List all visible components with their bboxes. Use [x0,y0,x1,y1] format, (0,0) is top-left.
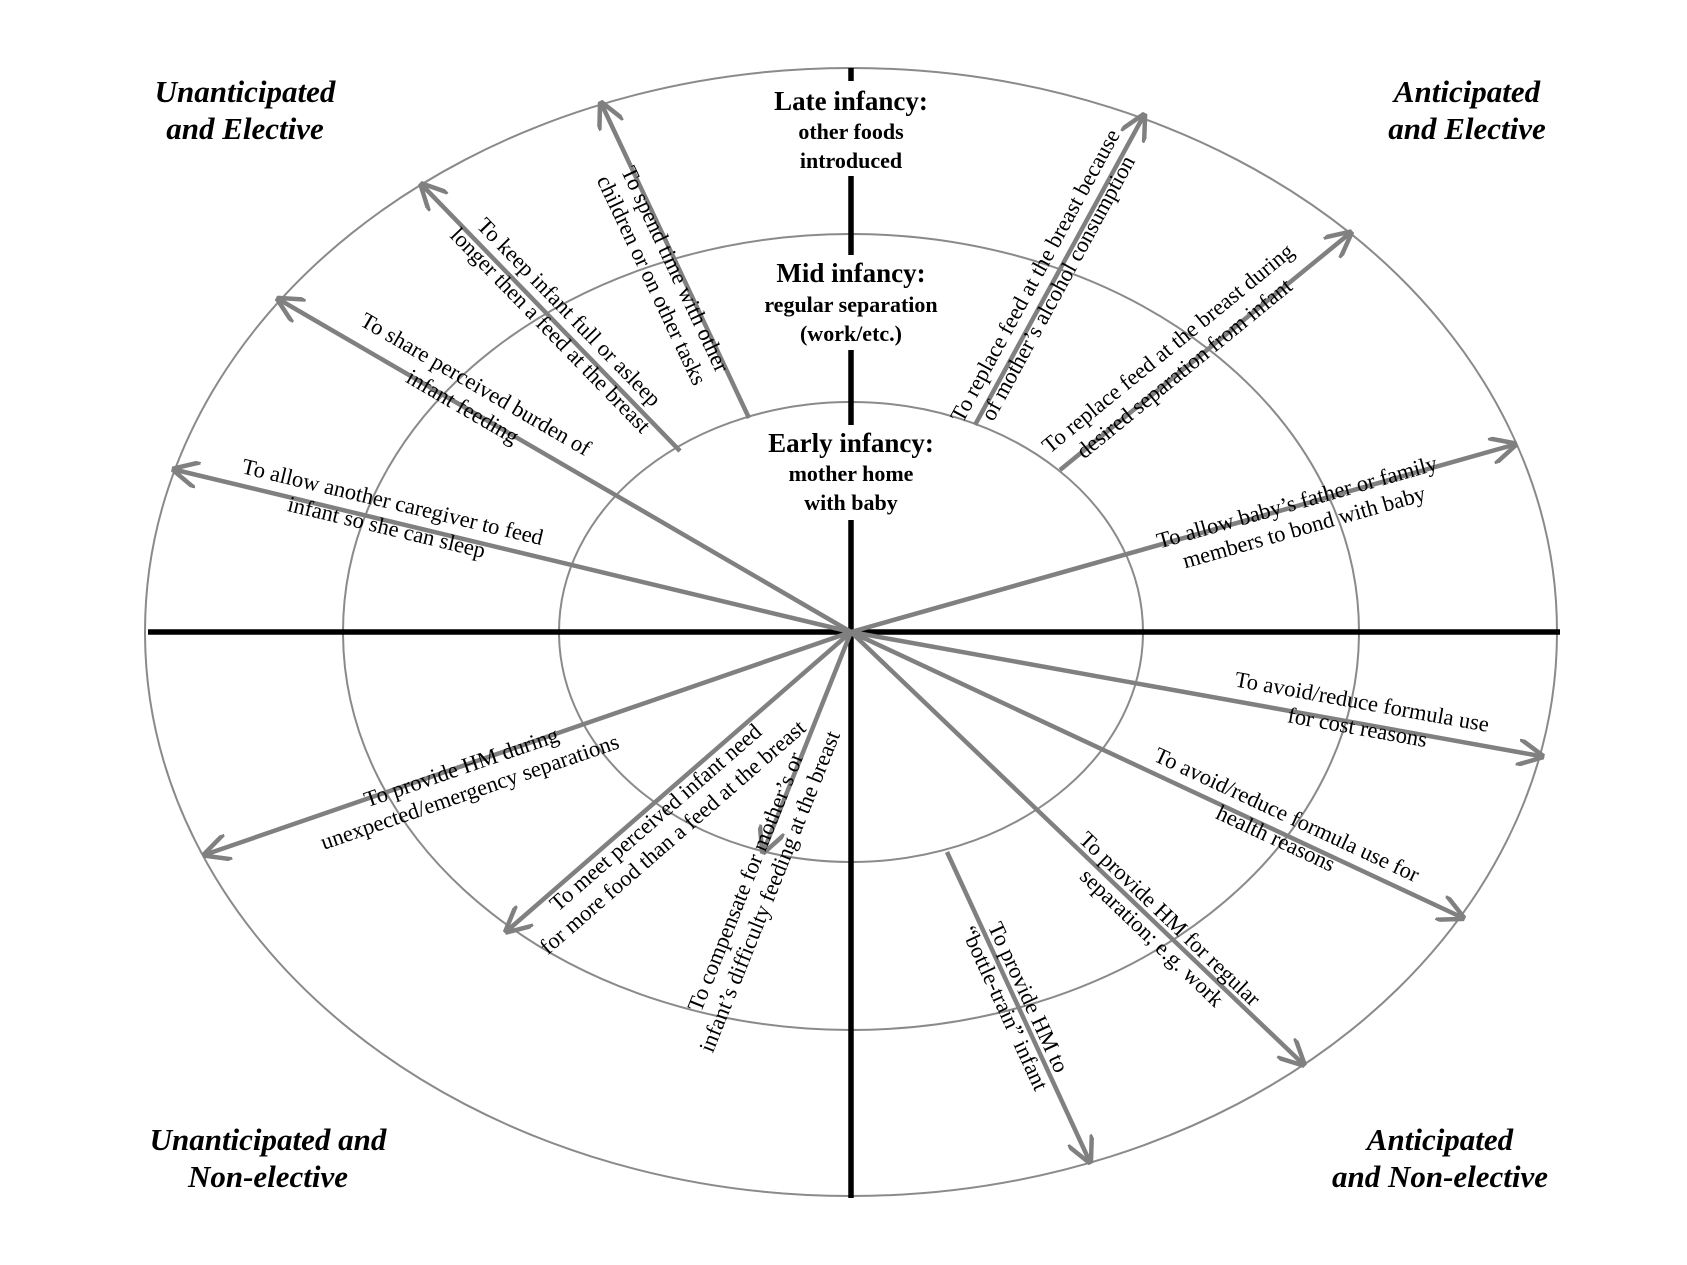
arrow-another-caregiver [176,470,852,635]
quadrant-bottom-left: Unanticipated and Non-elective [150,1122,387,1194]
reason-label-bond: To allow baby’s father or family members… [1154,450,1441,573]
quadrant-bottom-left-line-1: Unanticipated and [150,1122,387,1157]
arrow-spend-time [602,105,752,419]
quadrant-top-right-line-2: and Elective [1388,111,1546,146]
quadrant-top-left: Unanticipated and Elective [155,74,336,146]
quadrant-bottom-right-line-2: and Non-elective [1332,1159,1548,1194]
stage-early-title: Early infancy: [768,428,934,458]
reason-label-another-caregiver: To allow another caregiver to feed infan… [240,454,546,563]
arrow-bottle-train [944,851,1089,1160]
quadrant-top-right-line-1: Anticipated [1392,74,1541,109]
arrow-more-food [508,630,853,930]
arrow-keep-infant-full [423,186,682,453]
stage-late-title: Late infancy: [774,86,928,116]
arrow-emergency [207,629,852,854]
arrow-regular-separation [849,630,1302,1063]
stage-late-desc-1: other foods [798,119,904,144]
quadrant-top-left-line-1: Unanticipated [155,74,336,109]
reason-label-health: To avoid/reduce formula use for health r… [1150,742,1423,887]
reason-label-line: To replace feed at the breast because [945,125,1125,426]
reason-arrows [176,105,1540,1160]
quadrant-bottom-right-line-1: Anticipated [1365,1122,1514,1157]
arrow-alcohol [973,117,1143,427]
reason-label-cost: To avoid/reduce formula use for cost rea… [1233,667,1491,753]
reason-label-line: To avoid/reduce formula use for [1150,742,1423,887]
stage-late-desc-2: introduced [800,148,902,173]
quadrant-bottom-right: Anticipated and Non-elective [1332,1122,1548,1194]
arrow-desired-separation [1058,234,1349,472]
stage-mid-title: Mid infancy: [776,258,925,288]
stage-late-infancy: Late infancy: other foods introduced [774,86,928,173]
arrow-cost [850,629,1540,756]
reason-label-line: desired separation from infant [1071,273,1297,464]
reason-label-bottle-train: To provide HM to “bottle-train” infant [956,918,1074,1095]
arrow-health [850,629,1461,917]
stage-mid-infancy: Mid infancy: regular separation (work/et… [764,258,937,346]
stage-early-desc-1: mother home [789,461,914,486]
quadrant-bottom-left-line-2: Non-elective [187,1159,348,1194]
arrow-share-burden [280,300,853,634]
stage-mid-desc-2: (work/etc.) [800,321,902,346]
reason-label-line: To provide HM for regular [1074,826,1266,1011]
arrow-bond [850,445,1513,635]
stage-early-desc-2: with baby [804,490,898,515]
quadrant-top-right: Anticipated and Elective [1388,74,1546,146]
stage-early-infancy: Early infancy: mother home with baby [768,428,934,515]
quadrant-top-left-line-2: and Elective [166,111,324,146]
stage-mid-desc-1: regular separation [764,292,937,317]
arrow-difficulty [764,631,854,850]
